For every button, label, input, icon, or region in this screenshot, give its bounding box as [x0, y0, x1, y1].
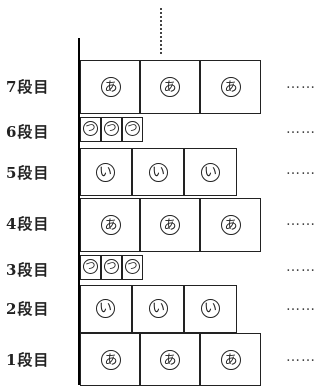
continuation-dots-r6: …… [286, 121, 316, 137]
coin-r4-2: あ [160, 215, 180, 235]
continuation-dots-r2: …… [286, 298, 316, 314]
coin-r7-3: あ [221, 77, 241, 97]
left-axis-line [78, 38, 80, 385]
continuation-dots-r3: …… [286, 259, 316, 275]
row-label-1: 1段目 [6, 351, 50, 369]
coin-r3-3: つ [125, 259, 140, 274]
coin-r7-1: あ [101, 77, 121, 97]
coin-r2-3: い [201, 299, 220, 318]
coin-r3-2: つ [104, 259, 119, 274]
continuation-dots-r1: …… [286, 349, 316, 365]
coin-r1-1: あ [101, 350, 121, 370]
top-dotted-line [160, 8, 162, 54]
coin-r6-3: つ [125, 121, 140, 136]
coin-r5-2: い [149, 163, 168, 182]
row-label-3: 3段目 [6, 261, 50, 279]
row-label-5: 5段目 [6, 164, 50, 182]
continuation-dots-r7: …… [286, 76, 316, 92]
row-label-2: 2段目 [6, 300, 50, 318]
row-label-6: 6段目 [6, 123, 50, 141]
coin-r2-1: い [96, 299, 115, 318]
coin-r3-1: つ [83, 259, 98, 274]
coin-r7-2: あ [160, 77, 180, 97]
box-r7-3 [200, 60, 261, 114]
continuation-dots-r5: …… [286, 162, 316, 178]
coin-r6-2: つ [104, 121, 119, 136]
box-r2-3 [184, 285, 237, 333]
coin-r2-2: い [149, 299, 168, 318]
coin-r5-3: い [201, 163, 220, 182]
coin-r4-3: あ [221, 215, 241, 235]
coin-r4-1: あ [101, 215, 121, 235]
row-label-4: 4段目 [6, 215, 50, 233]
coin-r6-1: つ [83, 121, 98, 136]
coin-r1-3: あ [221, 350, 241, 370]
row-label-7: 7段目 [6, 78, 50, 96]
coin-r1-2: あ [160, 350, 180, 370]
continuation-dots-r4: …… [286, 213, 316, 229]
coin-r5-1: い [96, 163, 115, 182]
